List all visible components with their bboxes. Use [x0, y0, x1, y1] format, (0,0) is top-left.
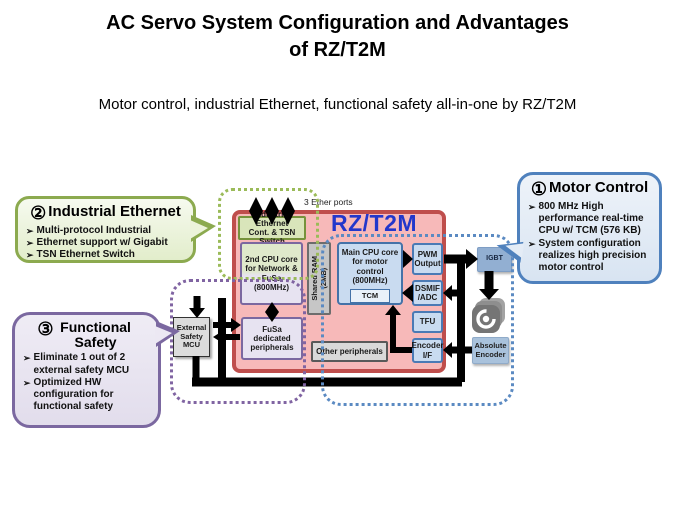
- subtitle: Motor control, industrial Ethernet, func…: [98, 96, 577, 113]
- list-item: ➢Multi-protocol Industrial: [26, 225, 151, 236]
- igbt-block: IGBT: [477, 247, 512, 272]
- callout-bullet-list: ➢Eliminate 1 out of 2 external safety MC…: [15, 352, 158, 417]
- shared-ram-label: Shared RAM (2MB): [310, 256, 328, 301]
- bullet-arrow-icon: ➢: [26, 250, 34, 261]
- bullet-arrow-icon: ➢: [23, 377, 31, 388]
- list-item: ➢Optimized HW configuration for function…: [23, 376, 114, 413]
- absolute-encoder-block: Absolute Encoder: [472, 337, 509, 364]
- list-item: ➢System configuration realizes high prec…: [528, 237, 647, 273]
- list-item: ➢Eliminate 1 out of 2 external safety MC…: [23, 352, 130, 376]
- bullet-arrow-icon: ➢: [23, 353, 31, 364]
- list-item: ➢Ethernet support w/ Gigabit: [26, 237, 168, 249]
- callout-bullet-list: ➢Multi-protocol Industrial ➢Ethernet sup…: [18, 225, 193, 266]
- dsmif-adc-block: DSMIF /ADC: [412, 280, 443, 306]
- bullet-arrow-icon: ➢: [528, 202, 536, 212]
- bullet-arrow-icon: ➢: [528, 238, 536, 249]
- callout-title: Industrial Ethernet: [48, 203, 181, 220]
- callout-title: Motor Control: [549, 179, 649, 196]
- second-cpu-core-block: 2nd CPU core for Network & FuSa (800MHz): [240, 242, 303, 305]
- list-item: ➢800 MHz High performance real-time CPU …: [528, 201, 644, 237]
- page-title: AC Servo System Configuration and Advant…: [0, 10, 675, 64]
- industrial-ethernet-controller-block: Industrial Ethernet Cont. & TSN Switch: [238, 210, 306, 246]
- list-item: ➢TSN Ethernet Switch: [26, 249, 135, 261]
- fusa-peripherals-block: FuSa dedicated peripherals: [241, 317, 303, 360]
- chip-name-label: RZ/T2M: [331, 210, 418, 236]
- functional-safety-callout: ③ Functional Safety ➢Eliminate 1 out of …: [12, 312, 180, 428]
- shared-ram-block: Shared RAM (2MB): [307, 242, 331, 315]
- circled-number-1: ①: [530, 179, 547, 199]
- circled-number-2: ②: [30, 203, 47, 223]
- bullet-arrow-icon: ➢: [26, 238, 34, 249]
- circled-number-3: ③: [37, 319, 54, 339]
- industrial-ethernet-callout: ② Industrial Ethernet ➢Multi-protocol In…: [15, 196, 216, 266]
- callout-bullet-list: ➢800 MHz High performance real-time CPU …: [520, 201, 659, 278]
- title-line-1: AC Servo System Configuration and Advant…: [106, 12, 569, 34]
- motor-icon: [469, 296, 509, 336]
- title-line-2: of RZ/T2M: [289, 39, 386, 61]
- bullet-arrow-icon: ➢: [26, 226, 34, 236]
- tfu-block: TFU: [412, 311, 443, 333]
- encoder-if-block: Encoder I/F: [412, 338, 444, 363]
- ether-ports-label: 3 Ether ports: [304, 197, 353, 207]
- callout-title: Functional Safety: [60, 319, 131, 350]
- other-peripherals-block: Other peripherals: [311, 341, 388, 362]
- motor-control-callout: ① Motor Control ➢800 MHz High performanc…: [494, 172, 662, 284]
- tcm-block: TCM: [350, 289, 390, 303]
- pwm-output-block: PWM Output: [412, 243, 443, 275]
